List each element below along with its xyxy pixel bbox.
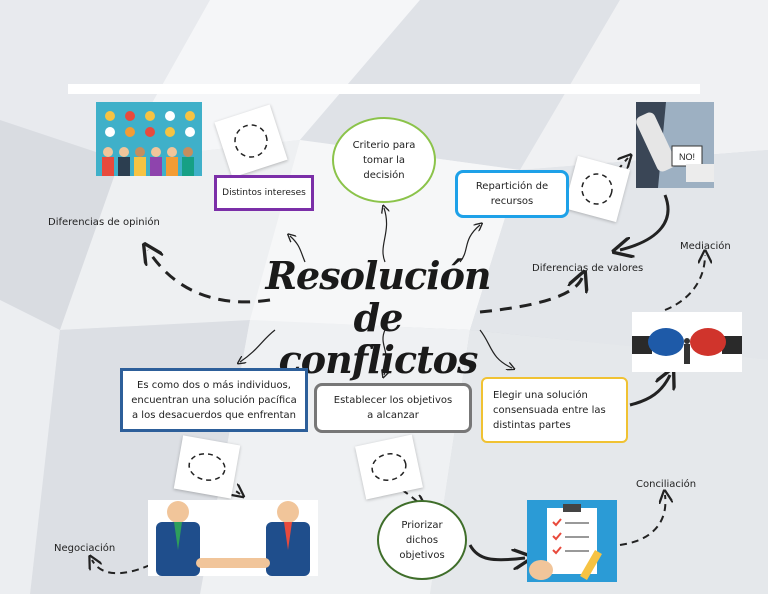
paper-scrap-top-left — [214, 104, 288, 178]
top-white-bar — [68, 84, 700, 94]
title-line-1: Resolución — [265, 253, 491, 298]
node-label: Establecer los objetivos a alcanzar — [333, 395, 453, 421]
handshake-hands-icon — [196, 558, 270, 568]
node-elegir-solucion: Elegir una solución consensuada entre la… — [481, 377, 628, 443]
paper-scrap-bottom-left — [173, 435, 241, 499]
arrow-title-to-objectives — [383, 329, 387, 375]
label-negociacion: Negociación — [54, 543, 116, 554]
node-reparticion-recursos: Repartición de recursos — [455, 170, 569, 218]
dashed-circle-arrow-icon — [371, 453, 407, 481]
no-sign-text: NO! — [679, 152, 695, 162]
arrow-title-to-criterion — [383, 208, 387, 263]
title-line-2: de conflictos — [278, 295, 479, 382]
small-figure — [684, 344, 690, 364]
main-title: Resolución de conflictos — [258, 255, 498, 381]
dashed-arrow-to-negotiation — [92, 560, 151, 575]
node-label: Criterio para tomar la decisión — [352, 139, 416, 181]
boxing-gloves-illustration — [632, 312, 742, 372]
node-establecer-objetivos: Establecer los objetivos a alcanzar — [314, 383, 472, 433]
dashed-circle-arrow-icon — [234, 124, 268, 158]
label-mediacion: Mediación — [680, 241, 731, 252]
handshake-illustration — [148, 500, 318, 576]
dashed-arrow-to-values — [479, 278, 582, 314]
label-diferencias-valores: Diferencias de valores — [532, 263, 644, 274]
paper-scrap-bottom-center — [355, 434, 423, 500]
checklist-illustration — [527, 500, 617, 582]
label-diferencias-opinion: Diferencias de opinión — [48, 217, 160, 228]
dashed-circle-arrow-icon — [188, 453, 226, 481]
node-label: Priorizar dichos objetivos — [399, 519, 445, 561]
arrow-title-to-solution — [479, 329, 512, 368]
idea-icons-row — [105, 111, 195, 137]
label-conciliacion: Conciliación — [636, 479, 697, 490]
no-sign-hands-illustration: NO! — [636, 102, 714, 188]
dashed-arrow-to-conciliation — [619, 495, 665, 546]
hand-right — [686, 164, 714, 182]
arrow-prioritize-to-checklist — [468, 544, 525, 560]
hand-icon — [529, 560, 553, 580]
node-label: Distintos intereses — [222, 187, 306, 198]
node-definicion: Es como dos o más individuos, encuentran… — [120, 368, 308, 432]
blue-glove-icon — [648, 328, 684, 356]
arrow-title-to-interests — [290, 236, 306, 263]
node-label: Repartición de recursos — [475, 181, 549, 207]
dashed-arrow-to-opinion — [148, 250, 271, 304]
node-label: Es como dos o más individuos, encuentran… — [131, 379, 297, 421]
node-distintos-intereses: Distintos intereses — [214, 175, 314, 211]
paper-scrap-top-right — [563, 155, 631, 223]
arrow-solution-to-mediation — [629, 375, 670, 407]
arrow-title-to-resources — [459, 225, 480, 263]
dashed-arrow-to-mediation — [664, 255, 705, 311]
pencil-icon — [580, 550, 602, 580]
red-glove-icon — [690, 328, 726, 356]
arrow-title-to-definition — [240, 329, 276, 362]
people-icons-illustration — [96, 102, 202, 176]
node-criterio: Criterio para tomar la decisión — [332, 117, 436, 203]
node-label: Elegir una solución consensuada entre la… — [493, 389, 606, 431]
dashed-circle-arrow-icon — [581, 173, 613, 205]
node-priorizar: Priorizar dichos objetivos — [377, 500, 467, 580]
hand-left — [636, 112, 676, 172]
arrow-no-to-values — [620, 194, 670, 250]
people-row — [102, 147, 194, 176]
